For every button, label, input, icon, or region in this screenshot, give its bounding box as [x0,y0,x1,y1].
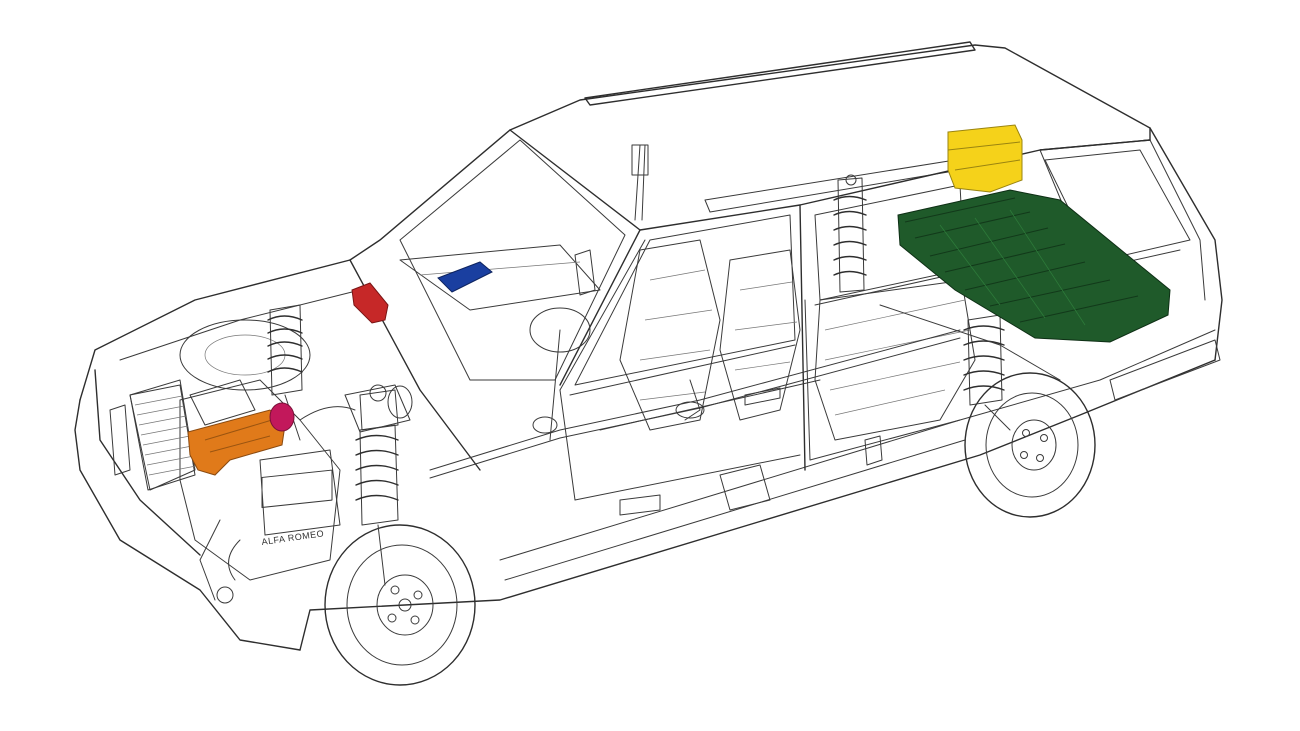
rear-right-suspension [963,314,1011,431]
car-body [74,41,1223,651]
interior [399,144,976,441]
red-marker-light [351,282,389,324]
front-right-suspension [355,384,399,586]
front-left-suspension [267,304,303,441]
blue-interior-component [437,261,493,293]
yellow-battery [947,124,1023,193]
green-battery-pack [897,189,1171,343]
front-wheel [324,524,476,686]
rear-left-suspension [833,174,867,293]
engine-highlight [187,402,295,476]
underbody-details [599,379,821,516]
magenta-cap [269,402,295,432]
rear-wheel [964,372,1096,518]
